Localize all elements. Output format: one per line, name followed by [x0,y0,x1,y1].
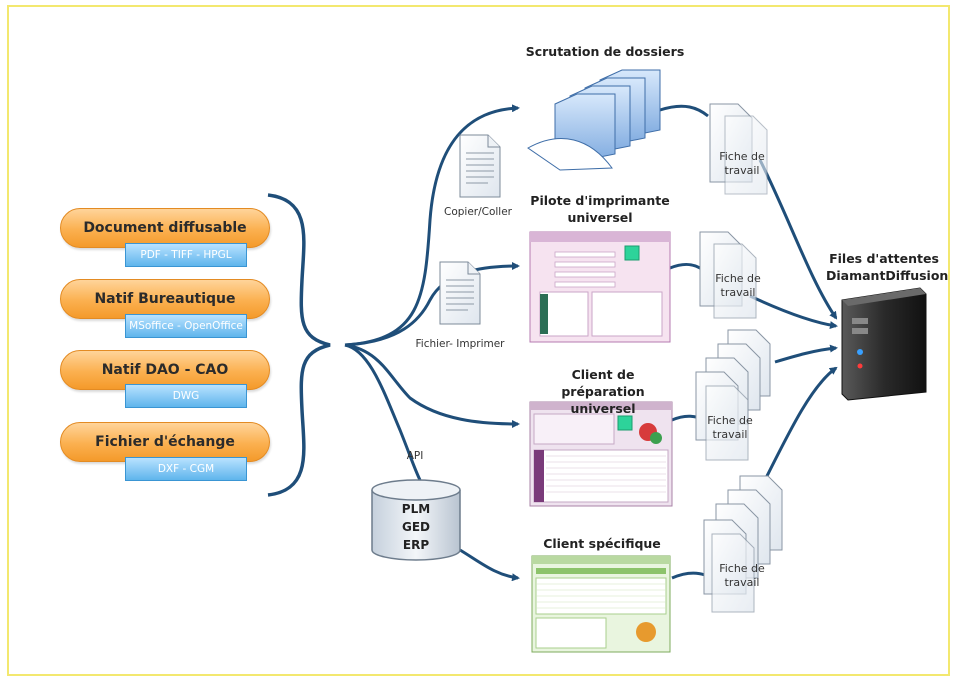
source-formats-diffusable: PDF - TIFF - HPGL [125,243,247,267]
pilote-window-icon [529,231,671,343]
arrow-to-scrutation [344,104,520,347]
fiche-label-2: Fiche de travail [708,272,768,300]
document-icon-copy [459,134,501,198]
fiche-label-1: Fiche de travail [712,150,772,178]
source-formats-echange: DXF - CGM [125,457,247,481]
database-line-erp: ERP [402,538,430,552]
arrow-fiche1-to-server [758,159,838,320]
arrow-to-client-prep [344,343,520,428]
client-preparation-window-icon [529,401,673,507]
fiche-label-3: Fiche de travail [700,414,760,442]
fiche-stack-1 [709,103,768,195]
document-icon-print [439,261,481,325]
arrow-fiche2-to-server [749,294,838,330]
fiche-label-line1: Fiche de [707,414,753,427]
source-document-diffusable: Document diffusable [60,208,270,248]
method-title-scrutation: Scrutation de dossiers [525,44,685,59]
folders-icon [527,69,661,171]
arrow-fiche3-to-server [774,344,838,364]
source-natif-bureautique: Natif Bureautique [60,279,270,319]
edge-label-api: API [406,450,424,462]
source-formats-bureautique: MSoffice - OpenOffice [125,314,247,338]
arrow-specifique-to-fiche [671,571,706,580]
arrow-scrutation-to-fiche [659,104,709,118]
source-fichier-echange: Fichier d'échange [60,422,270,462]
fiche-label-line2: travail [720,286,756,299]
fiche-label-line2: travail [712,428,748,441]
arrow-to-pilote [344,262,520,347]
client-specifique-window-icon [531,555,671,653]
database-label: PLM GED ERP [380,500,452,554]
server-title-line1: Files d'attentes [829,251,939,266]
arrow-pilote-to-fiche [669,262,704,272]
fiche-stack-4 [703,475,783,613]
group-brace [267,193,331,497]
flow-arrows [344,104,838,582]
method-title-pilote: Pilote d'imprimante universel [530,193,670,225]
database-icon [371,479,461,561]
arrow-db-to-client-specifique [459,548,520,582]
server-icon [841,287,927,401]
fiche-label-line1: Fiche de [719,562,765,575]
fiche-label-line1: Fiche de [719,150,765,163]
fiche-stack-2 [699,231,757,319]
fiche-label-4: Fiche de travail [712,562,772,590]
method-title-client-specifique: Client spécifique [543,536,661,551]
diagram-frame [7,5,950,676]
fiche-label-line1: Fiche de [715,272,761,285]
fiche-label-line2: travail [724,576,760,589]
server-title-line2: DiamantDiffusion [826,268,949,283]
edge-label-fichier-imprimer: Fichier- Imprimer [415,338,505,350]
source-formats-dao: DWG [125,384,247,408]
database-line-ged: GED [401,520,430,534]
arrow-to-database [344,343,422,481]
database-line-plm: PLM [401,502,431,516]
fiche-label-line2: travail [724,164,760,177]
arrow-fiche4-to-server [763,366,838,481]
edge-label-copier-coller: Copier/Coller [443,206,513,218]
fiche-stack-3 [695,329,771,461]
method-title-client-preparation: Client de préparation universel [561,367,645,416]
server-title: Files d'attentes DiamantDiffusion [826,250,949,284]
